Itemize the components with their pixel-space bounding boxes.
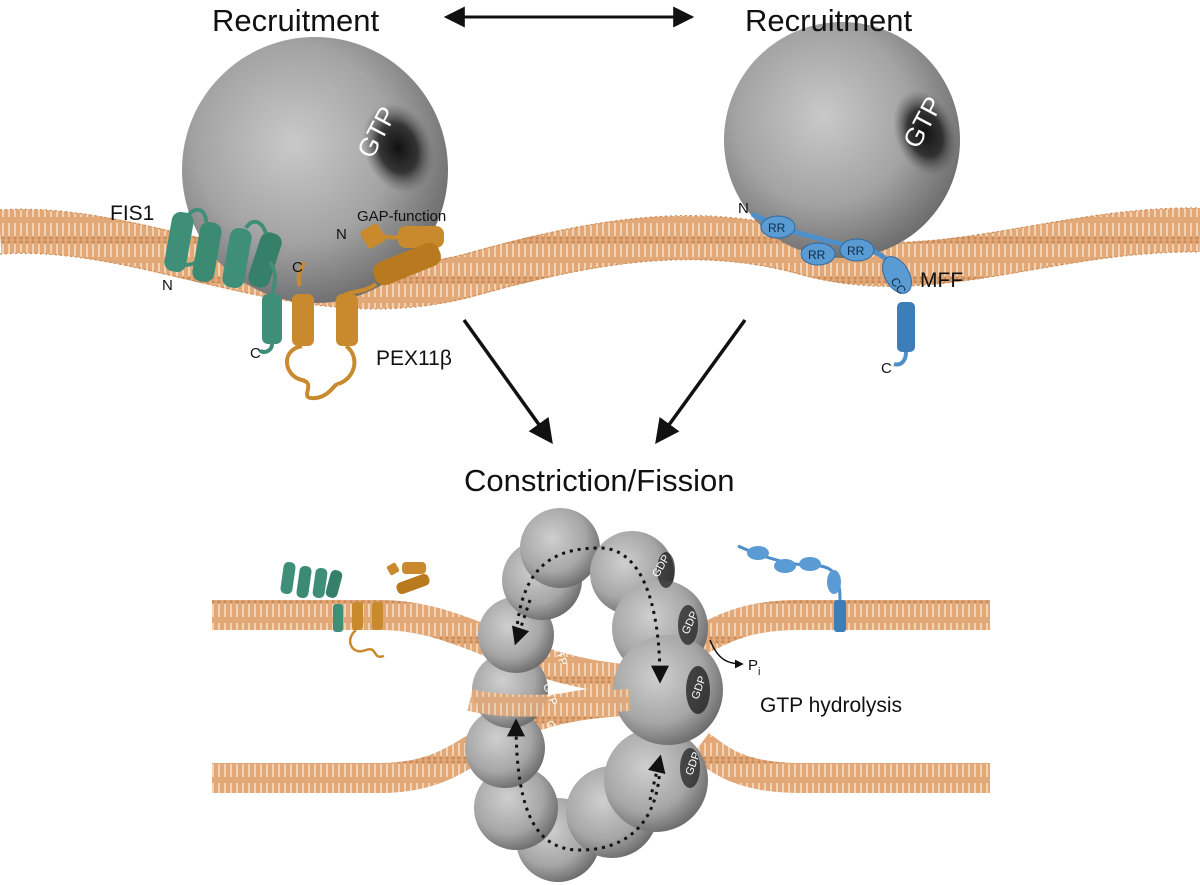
mff-rr-label-2: RR [808, 248, 826, 262]
drp1-sphere-right: GTP [724, 22, 960, 258]
mff-c-terminus-label: C [881, 360, 892, 377]
fis1-label: FIS1 [110, 202, 154, 225]
pi-label: Pi [748, 657, 760, 678]
fis1-n-terminus-label: N [162, 277, 173, 294]
mff-protein: RR RR RR CC [750, 211, 915, 367]
left-to-fission-arrow [462, 318, 553, 444]
pex11b-c-terminus-label: C [292, 259, 303, 276]
right-to-fission-arrow [655, 318, 747, 444]
fis1-protein-small [280, 561, 343, 632]
top-membrane-edge-lower [0, 251, 1200, 310]
dotted-arrow-lower [507, 718, 662, 852]
mff-label: MFF [920, 269, 963, 292]
pi-subscript: i [758, 666, 760, 678]
gap-function-label: GAP-function [357, 208, 446, 225]
mff-n-terminus-label: N [738, 200, 749, 217]
pi-main: P [748, 657, 758, 674]
bottom-membrane-lower-right [690, 733, 990, 793]
bottom-membrane-front-strip [467, 689, 631, 717]
mff-rr-label-3: RR [847, 244, 865, 258]
mff-protein-small [737, 544, 846, 632]
pex11b-label: PEX11β [376, 347, 452, 370]
left-recruitment-title: Recruitment [212, 3, 379, 38]
right-recruitment-title: Recruitment [745, 3, 912, 38]
gtp-hydrolysis-label: GTP hydrolysis [760, 694, 902, 717]
constriction-fission-title: Constriction/Fission [464, 463, 734, 498]
pi-release-arrow [709, 639, 744, 669]
bottom-membrane-upper-left [212, 600, 641, 695]
fis1-protein [164, 207, 282, 354]
pex11b-protein [285, 223, 444, 401]
pex11b-protein-small [348, 562, 430, 658]
bottom-membrane-upper-right [694, 600, 990, 654]
mff-rr-label-1: RR [768, 221, 786, 235]
pex11b-n-terminus-label: N [336, 226, 347, 243]
fis1-c-terminus-label: C [250, 345, 261, 362]
